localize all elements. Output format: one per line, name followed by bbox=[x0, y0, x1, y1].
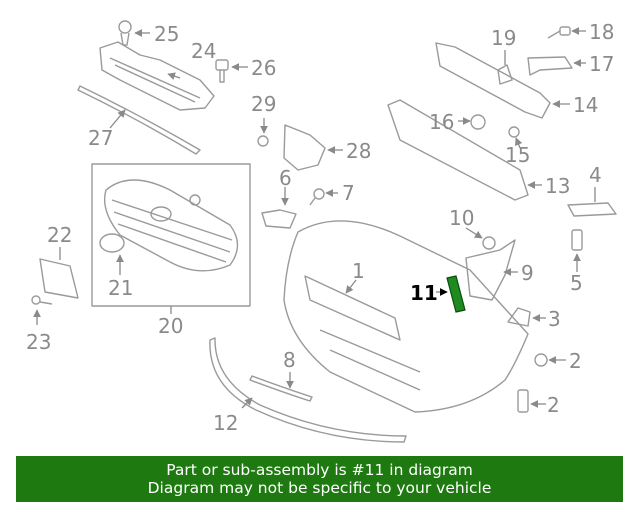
parts-diagram: 25 24 26 27 29 28 6 7 19 18 17 14 16 15 … bbox=[26, 20, 617, 443]
callout-12: 12 bbox=[213, 411, 238, 435]
part-13-absorber bbox=[387, 99, 529, 201]
part-12-lower-lip bbox=[209, 337, 407, 443]
callout-9: 9 bbox=[521, 261, 534, 285]
callout-2-upper: 2 bbox=[569, 349, 582, 373]
callout-2-lower: 2 bbox=[547, 393, 560, 417]
part-6-bracket bbox=[261, 209, 297, 229]
part-29-bolt bbox=[257, 135, 269, 147]
part-8-molding bbox=[249, 375, 313, 402]
part-2-screw-upper bbox=[534, 353, 548, 367]
callout-13: 13 bbox=[545, 174, 570, 198]
part-11-highlighted bbox=[446, 275, 466, 313]
callout-6: 6 bbox=[279, 166, 292, 190]
part-5-clip bbox=[571, 229, 583, 251]
part-4-cover bbox=[567, 202, 617, 217]
part-20-grille bbox=[103, 179, 239, 272]
callout-15: 15 bbox=[505, 143, 530, 167]
callout-21: 21 bbox=[108, 276, 133, 300]
part-22-bracket bbox=[39, 258, 79, 299]
part-28-bracket bbox=[283, 124, 326, 171]
part-23-screw bbox=[31, 295, 53, 305]
callout-8: 8 bbox=[283, 348, 296, 372]
callout-26: 26 bbox=[251, 56, 276, 80]
banner-line-2: Diagram may not be specific to your vehi… bbox=[147, 479, 492, 497]
part-7-screw bbox=[309, 188, 325, 206]
callout-11: 11 bbox=[410, 281, 438, 305]
part-26-bolt bbox=[215, 59, 229, 83]
part-16-nut bbox=[470, 114, 486, 130]
part-1-bumper-cover bbox=[283, 220, 529, 413]
part-10-screw bbox=[482, 236, 496, 250]
callout-10: 10 bbox=[449, 206, 474, 230]
callout-5: 5 bbox=[570, 271, 583, 295]
callout-14: 14 bbox=[573, 93, 598, 117]
callout-22: 22 bbox=[47, 223, 72, 247]
part-21-emblem bbox=[99, 233, 125, 253]
banner-line-1: Part or sub-assembly is #11 in diagram bbox=[166, 461, 473, 479]
callout-7: 7 bbox=[342, 181, 355, 205]
part-3-retainer bbox=[507, 307, 531, 327]
callout-18: 18 bbox=[589, 20, 614, 44]
callout-1: 1 bbox=[352, 259, 365, 283]
callout-29: 29 bbox=[251, 92, 276, 116]
callout-17: 17 bbox=[589, 52, 614, 76]
callout-20: 20 bbox=[158, 314, 183, 338]
part-14-reinforcement bbox=[435, 42, 551, 119]
callout-3: 3 bbox=[548, 307, 561, 331]
callout-4: 4 bbox=[589, 163, 602, 187]
callout-19: 19 bbox=[491, 26, 516, 50]
callout-28: 28 bbox=[346, 139, 371, 163]
callout-24: 24 bbox=[191, 39, 216, 63]
part-19-stay bbox=[497, 64, 513, 85]
part-27-molding bbox=[77, 85, 201, 155]
notice-banner: Part or sub-assembly is #11 in diagram D… bbox=[16, 456, 623, 502]
callout-23: 23 bbox=[26, 330, 51, 354]
part-15-bolt bbox=[508, 126, 520, 138]
callout-16: 16 bbox=[429, 110, 454, 134]
part-18-bolt bbox=[547, 26, 571, 39]
part-25-clip bbox=[118, 20, 132, 46]
callout-27: 27 bbox=[88, 126, 113, 150]
part-24-grille-cover bbox=[99, 41, 215, 111]
part-2-screw-lower bbox=[517, 389, 529, 413]
callout-25: 25 bbox=[154, 22, 179, 46]
part-17-bracket bbox=[527, 56, 573, 76]
